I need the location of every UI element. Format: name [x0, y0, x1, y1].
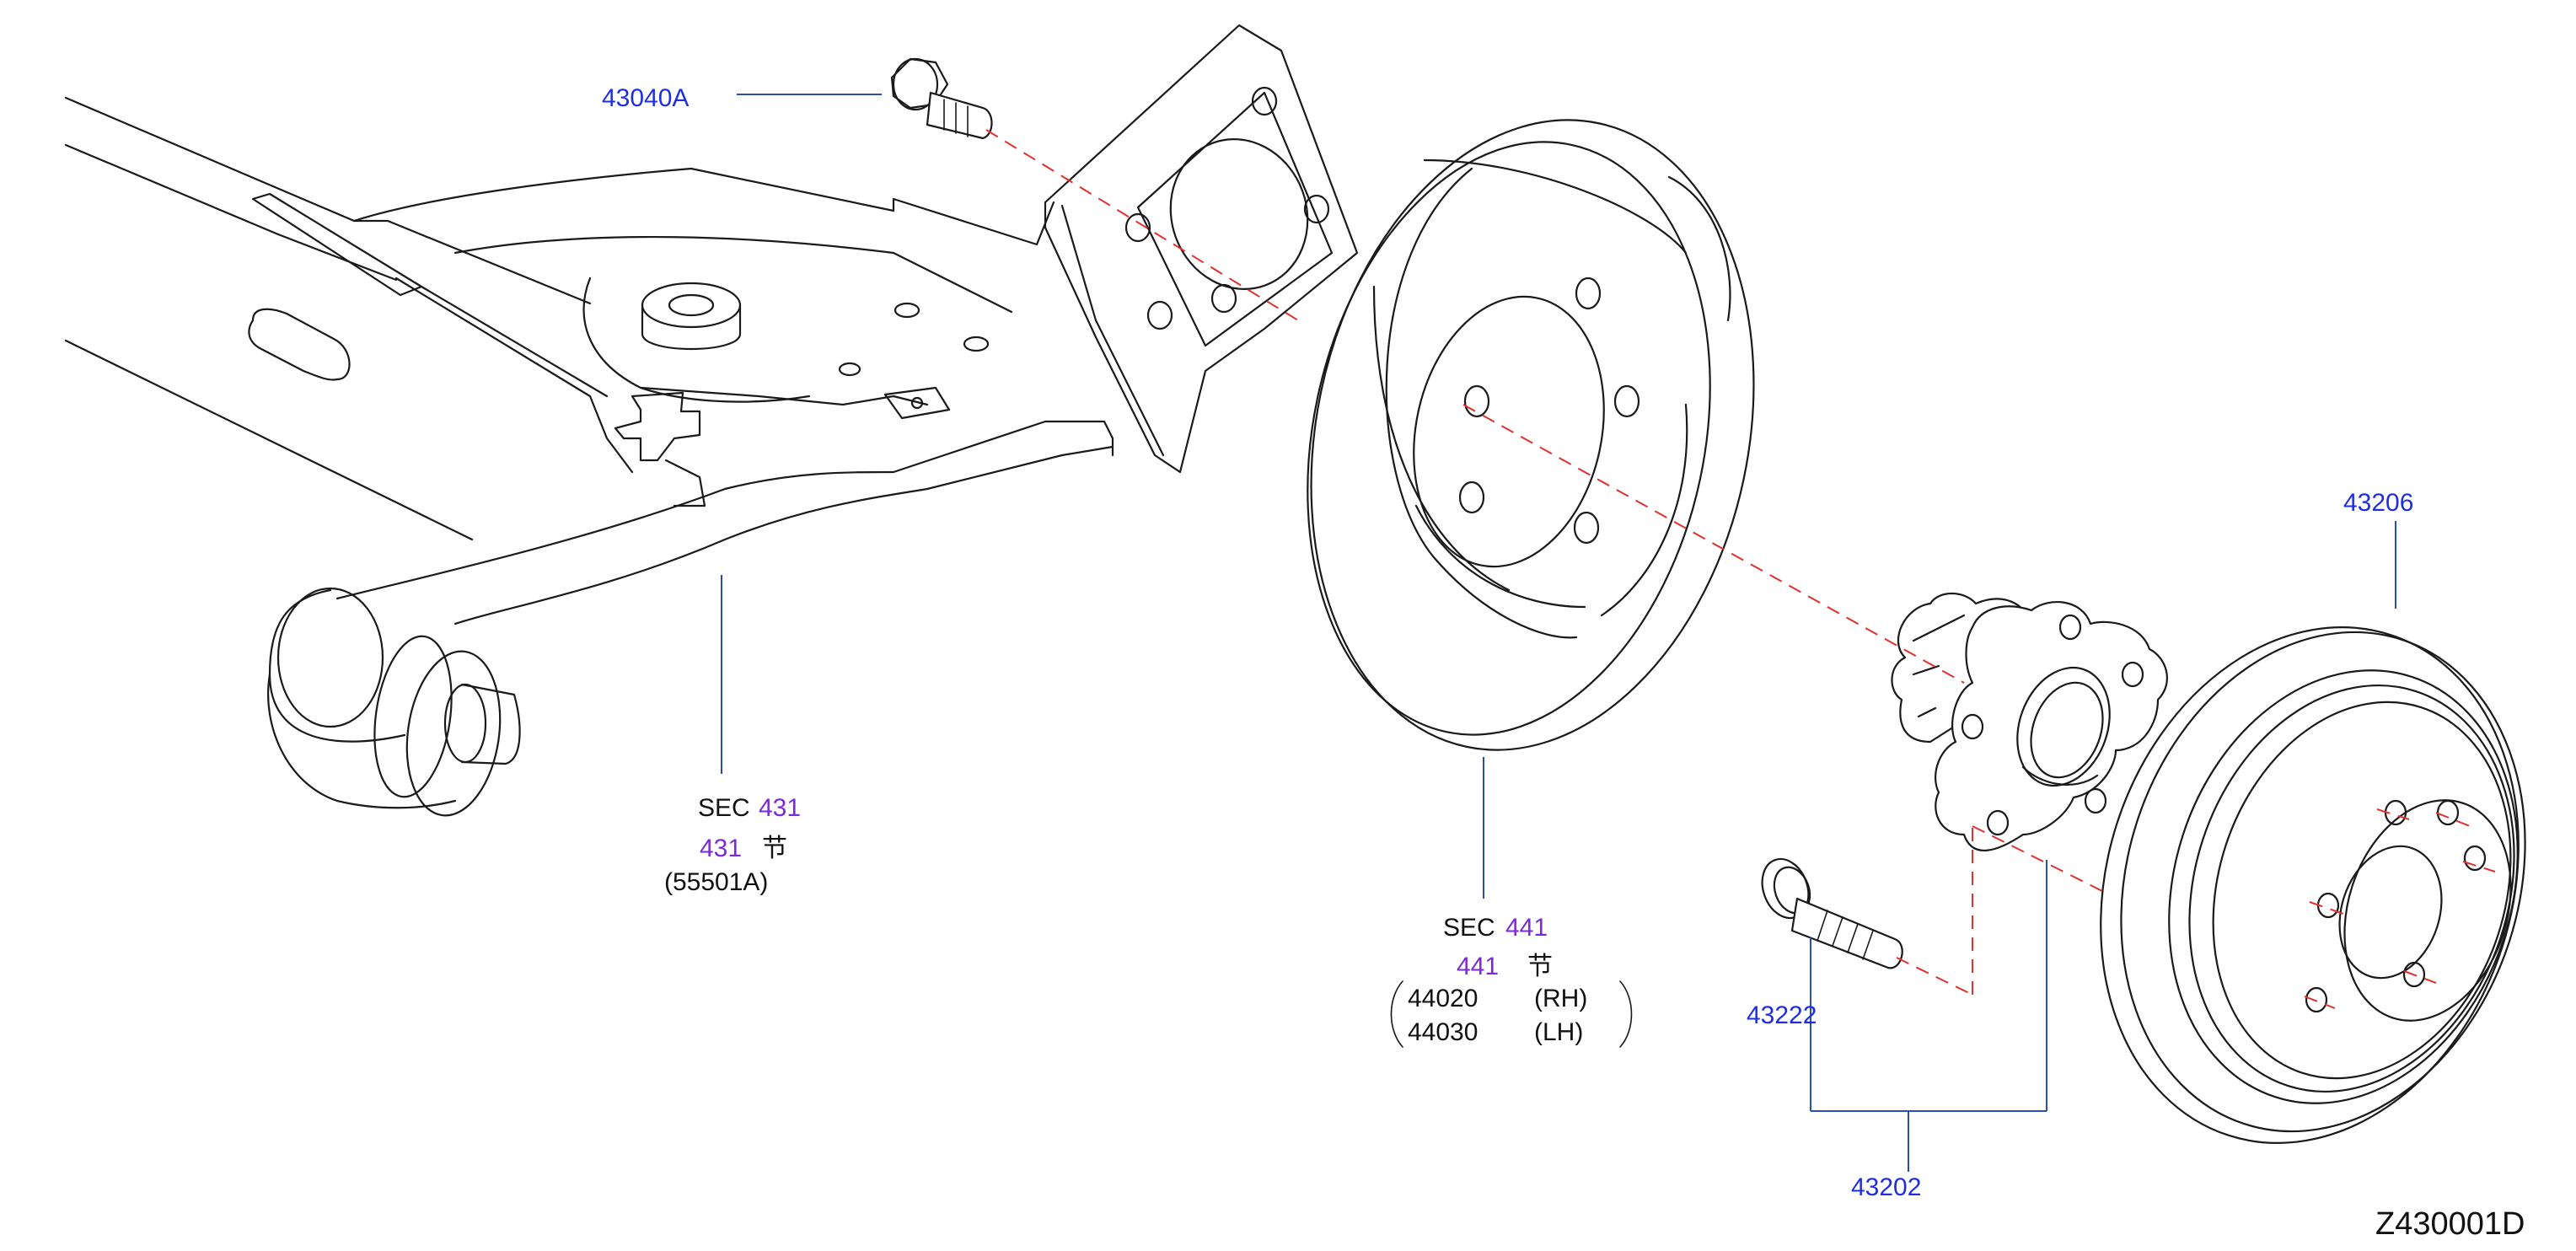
section-sub-number: 431	[700, 835, 742, 862]
lh-code: 44030	[1408, 1018, 1478, 1046]
part-number-labels: 43040A 43206 43222 43202	[602, 84, 2413, 1201]
section-sub-char: 节	[762, 834, 787, 863]
section-ref-axle: SEC 431 431 节 (55501A)	[664, 794, 801, 896]
part-label-43222: 43222	[1747, 1001, 1817, 1029]
right-bracket	[1619, 980, 1633, 1048]
rh-code: 44020	[1408, 985, 1478, 1012]
hub-bolt	[1761, 857, 1903, 969]
lh-side: (LH)	[1534, 1018, 1583, 1046]
section-prefix: SEC	[698, 794, 750, 822]
section-number: 431	[759, 794, 801, 822]
hub-assembly	[1891, 593, 2168, 851]
axle-bolt	[890, 57, 993, 140]
section-prefix: SEC	[1443, 914, 1495, 942]
rh-side: (RH)	[1534, 985, 1587, 1012]
part-label-43206: 43206	[2343, 489, 2413, 517]
leader-lines	[721, 94, 2396, 1172]
section-ref-drum: SEC 441 441 节 44020 (RH) 44030 (LH)	[1390, 914, 1633, 1048]
rear-axle-beam	[64, 24, 1359, 817]
brake-rotor	[2100, 626, 2526, 1144]
section-number: 441	[1505, 914, 1548, 942]
part-label-43040a: 43040A	[602, 84, 689, 112]
left-bracket	[1390, 980, 1403, 1048]
section-ref-code: (55501A)	[664, 868, 768, 896]
diagram-id: Z430001D	[2375, 1206, 2525, 1242]
assembly-center-lines	[985, 129, 2496, 1009]
part-label-43202: 43202	[1851, 1173, 1921, 1201]
brake-drum	[1307, 119, 1755, 751]
section-sub-char: 节	[1527, 952, 1553, 981]
section-sub-number: 441	[1457, 953, 1499, 980]
